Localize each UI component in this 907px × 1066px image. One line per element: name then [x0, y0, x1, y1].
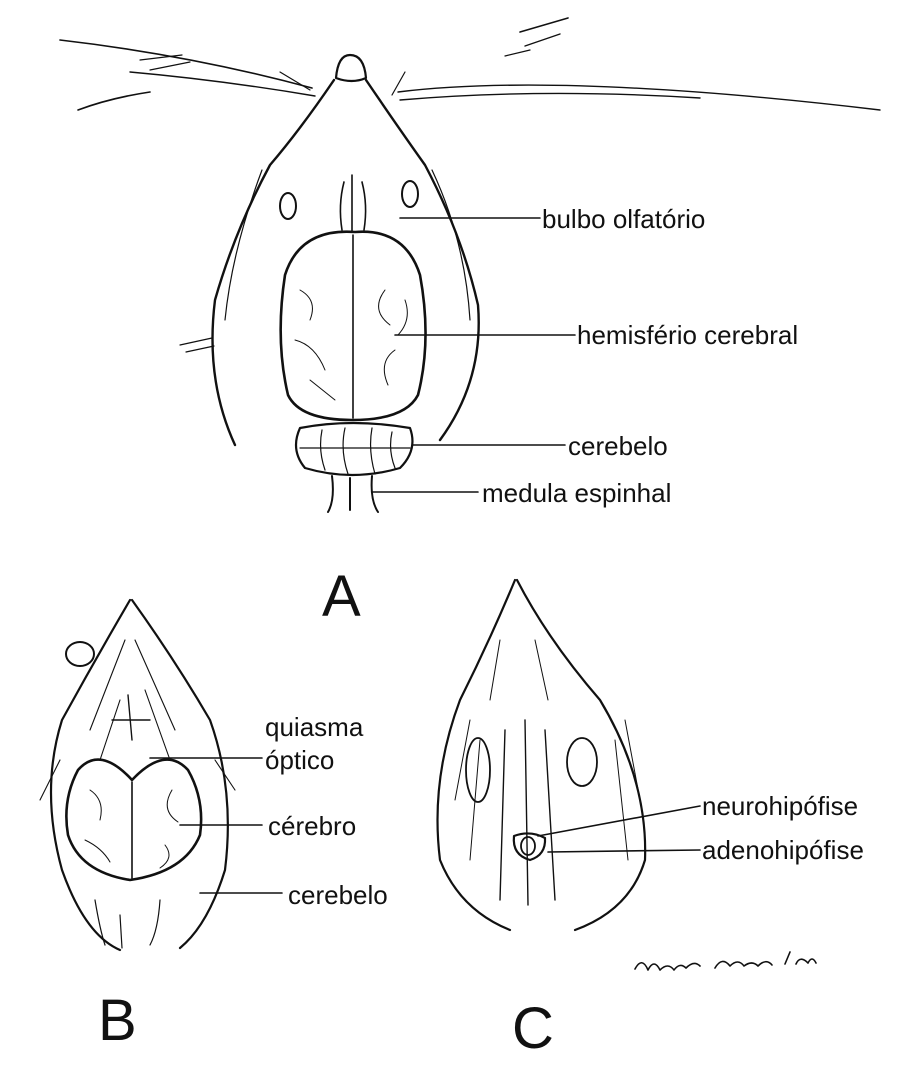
right-eye — [402, 181, 418, 207]
panel-letter-a: A — [322, 568, 361, 626]
label-spinal-cord: medula espinhal — [482, 477, 671, 510]
label-cerebellum-a: cerebelo — [568, 430, 668, 463]
panel-c-outline — [438, 580, 646, 930]
left-eye — [280, 193, 296, 219]
whiskers — [60, 18, 880, 110]
panel-c-right-structure — [567, 738, 597, 786]
spinal-cord — [328, 476, 378, 512]
panel-b-outline — [51, 600, 228, 950]
panel-c-drawing — [438, 580, 701, 930]
panel-a-drawing — [60, 18, 880, 512]
panel-b-nodule — [66, 642, 94, 666]
panel-letter-c: C — [512, 1000, 554, 1058]
label-cerebellum-b: cerebelo — [288, 879, 388, 912]
neurohypophysis-shape — [521, 837, 535, 855]
label-cerebral-hemisphere: hemisfério cerebral — [577, 319, 798, 352]
label-optic-chiasm-line2: óptico — [265, 744, 334, 777]
label-optic-chiasm-line1: quiasma — [265, 711, 363, 744]
label-adenohypophysis: adenohipófise — [702, 834, 864, 867]
signature — [635, 952, 816, 970]
brain-hemispheres — [66, 760, 201, 880]
label-brain: cérebro — [268, 810, 356, 843]
head-outline — [213, 80, 479, 445]
nose — [336, 55, 366, 81]
label-neurohypophysis: neurohipófise — [702, 790, 858, 823]
panel-letter-b: B — [98, 992, 137, 1050]
panel-b-drawing — [40, 600, 282, 950]
label-olfactory-bulb: bulbo olfatório — [542, 203, 705, 236]
